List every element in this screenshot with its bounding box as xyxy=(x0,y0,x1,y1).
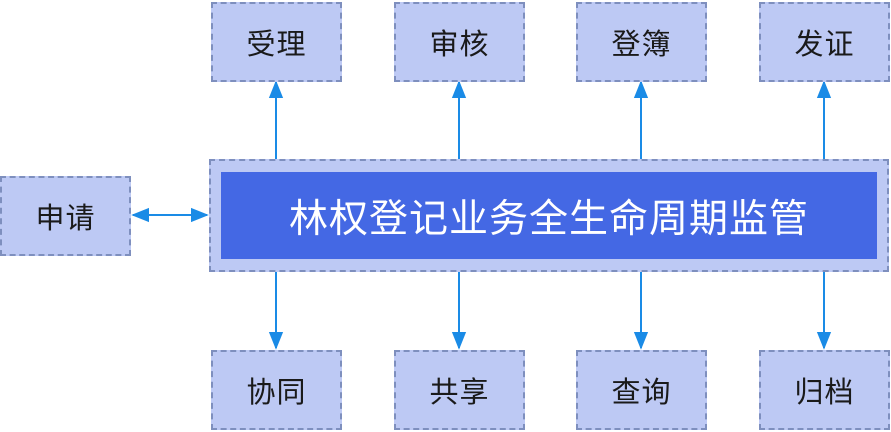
node-review: 审核 xyxy=(394,2,525,82)
node-issue: 发证 xyxy=(759,2,890,82)
node-share-label: 共享 xyxy=(429,375,490,409)
node-archive-label: 归档 xyxy=(794,375,855,409)
node-accept: 受理 xyxy=(211,2,342,82)
node-issue-label: 发证 xyxy=(794,27,855,61)
node-query-label: 查询 xyxy=(611,375,672,409)
node-collaborate-label: 协同 xyxy=(246,375,307,409)
center-node-frame: 林权登记业务全生命周期监管 xyxy=(209,159,889,272)
center-node-label: 林权登记业务全生命周期监管 xyxy=(288,196,809,242)
node-collaborate: 协同 xyxy=(211,350,342,430)
node-accept-label: 受理 xyxy=(246,27,307,61)
node-apply: 申请 xyxy=(0,176,131,256)
node-review-label: 审核 xyxy=(429,27,490,61)
center-node: 林权登记业务全生命周期监管 xyxy=(221,172,877,259)
node-archive: 归档 xyxy=(759,350,890,430)
node-register-label: 登簿 xyxy=(611,27,672,61)
node-query: 查询 xyxy=(576,350,707,430)
node-register: 登簿 xyxy=(576,2,707,82)
node-share: 共享 xyxy=(394,350,525,430)
node-apply-label: 申请 xyxy=(35,201,96,235)
